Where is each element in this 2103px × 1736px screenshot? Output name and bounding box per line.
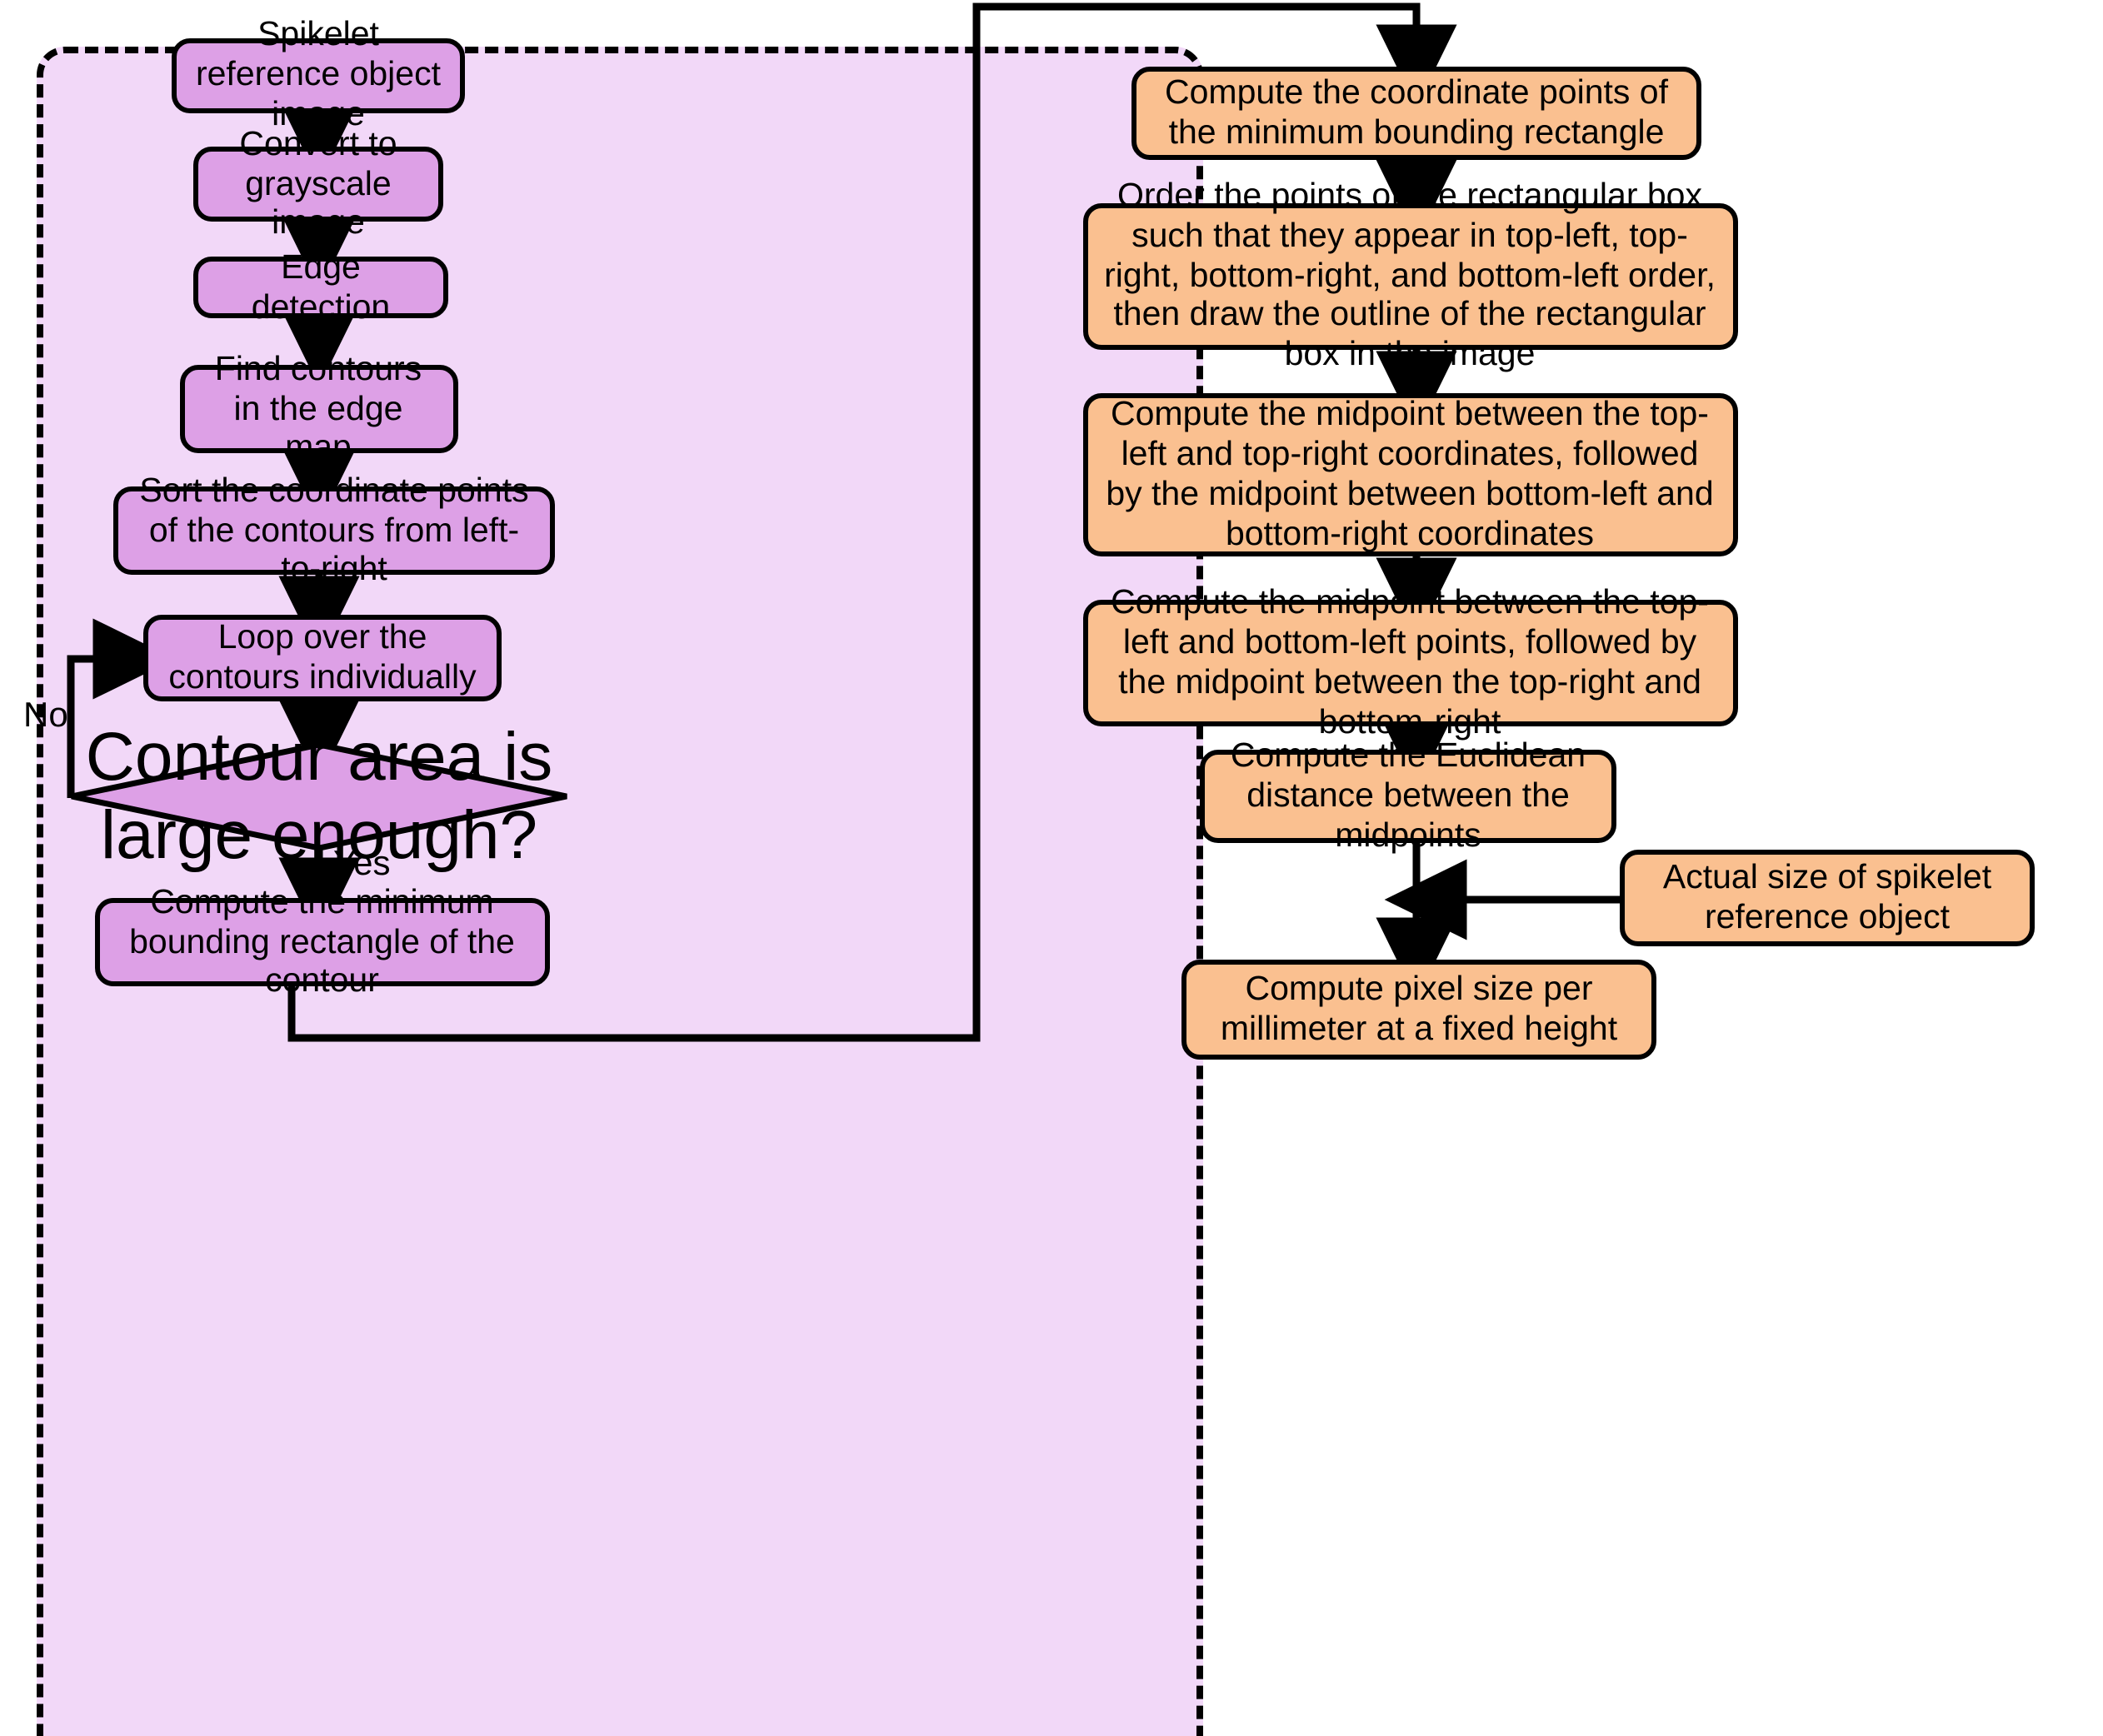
node-label: Actual size of spikelet reference object: [1662, 858, 1992, 936]
node-label: Compute the midpoint between the top-lef…: [1111, 583, 1709, 741]
node-loop-over-contours[interactable]: Loop over the contours individually: [143, 615, 502, 701]
node-compute-euclidean-distance[interactable]: Compute the Euclidean distance between t…: [1200, 737, 1616, 855]
node-compute-minimum-bounding-rectangle-of-contour[interactable]: Compute the minimum bounding rectangle o…: [95, 883, 549, 1000]
node-label: Contour area is large enough?: [85, 718, 553, 873]
node-sort-contour-coordinate-points[interactable]: Sort the coordinate points of the contou…: [113, 471, 555, 589]
node-label: Compute the minimum bounding rectangle o…: [129, 882, 515, 1000]
node-convert-to-grayscale-image[interactable]: Convert to grayscale image: [193, 125, 443, 242]
node-compute-left-right-midpoints[interactable]: Compute the midpoint between the top-lef…: [1082, 584, 1737, 741]
node-label: Find contours in the edge map: [214, 349, 422, 467]
node-find-contours-in-edge-map[interactable]: Find contours in the edge map: [179, 350, 457, 467]
node-compute-coordinate-points-of-mbr[interactable]: Compute the coordinate points of the min…: [1131, 67, 1701, 160]
node-actual-size-of-spikelet-reference-object[interactable]: Actual size of spikelet reference object: [1620, 850, 2035, 946]
node-label: Compute pixel size per millimeter at a f…: [1220, 970, 1618, 1048]
node-edge-detection[interactable]: Edge detection: [193, 247, 448, 326]
node-label: Compute the midpoint between the top-lef…: [1106, 395, 1714, 553]
node-label: Edge detection: [251, 247, 391, 326]
node-label: Spikelet reference object image: [195, 15, 441, 133]
node-spikelet-reference-object-image[interactable]: Spikelet reference object image: [172, 16, 465, 133]
node-label: Order the points of the rectangular box …: [1104, 177, 1716, 374]
node-label: Sort the coordinate points of the contou…: [139, 471, 529, 589]
node-label: Compute the coordinate points of the min…: [1165, 73, 1668, 152]
node-label: Convert to grayscale image: [239, 124, 397, 242]
node-label: Compute the Euclidean distance between t…: [1230, 736, 1586, 855]
node-compute-top-bottom-midpoints[interactable]: Compute the midpoint between the top-lef…: [1082, 393, 1737, 556]
node-order-rectangular-box-points[interactable]: Order the points of the rectangular box …: [1082, 177, 1737, 373]
decision-contour-area-large-enough[interactable]: Contour area is large enough?: [68, 718, 570, 873]
edge-label-no: No: [23, 696, 68, 734]
diamond-shape: [71, 741, 567, 851]
edge-label-yes: Yes: [333, 844, 391, 882]
node-compute-pixel-size-per-millimeter[interactable]: Compute pixel size per millimeter at a f…: [1181, 960, 1656, 1060]
node-label: Loop over the contours individually: [168, 618, 477, 696]
